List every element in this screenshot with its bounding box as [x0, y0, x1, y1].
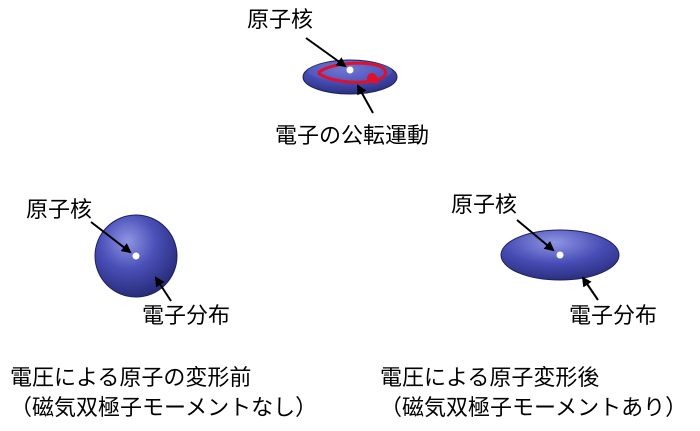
right-distribution-label: 電子分布 — [569, 304, 658, 329]
right-caption-line1: 電圧による原子変形後 — [380, 366, 600, 391]
right-nucleus-arrow — [516, 219, 555, 252]
orbit-path-lower — [317, 71, 373, 84]
right-distribution-arrow — [581, 276, 599, 301]
top-orbit-arrow — [357, 84, 374, 114]
right-caption-line2: （磁気双極子モーメントあり） — [380, 396, 688, 421]
left-atom — [90, 214, 178, 302]
top-atom — [302, 37, 398, 114]
right-nucleus-label: 原子核 — [451, 193, 518, 218]
top-nucleus — [346, 66, 354, 74]
left-nucleus-label: 原子核 — [26, 198, 93, 223]
left-nucleus-arrow — [90, 221, 132, 254]
left-distribution-arrow — [154, 276, 172, 302]
top-nucleus-arrow — [305, 37, 347, 68]
top-orbit-label: 電子の公転運動 — [275, 124, 430, 149]
right-nucleus — [556, 251, 564, 259]
left-distribution-label: 電子分布 — [142, 304, 231, 329]
top-electron — [367, 73, 377, 83]
left-caption-line1: 電圧による原子の変形前 — [10, 366, 252, 391]
left-nucleus — [132, 252, 140, 260]
top-nucleus-label: 原子核 — [247, 8, 314, 33]
left-caption-line2: （磁気双極子モーメントなし） — [10, 396, 318, 421]
right-atom — [500, 219, 620, 301]
orbit-path — [316, 61, 388, 85]
